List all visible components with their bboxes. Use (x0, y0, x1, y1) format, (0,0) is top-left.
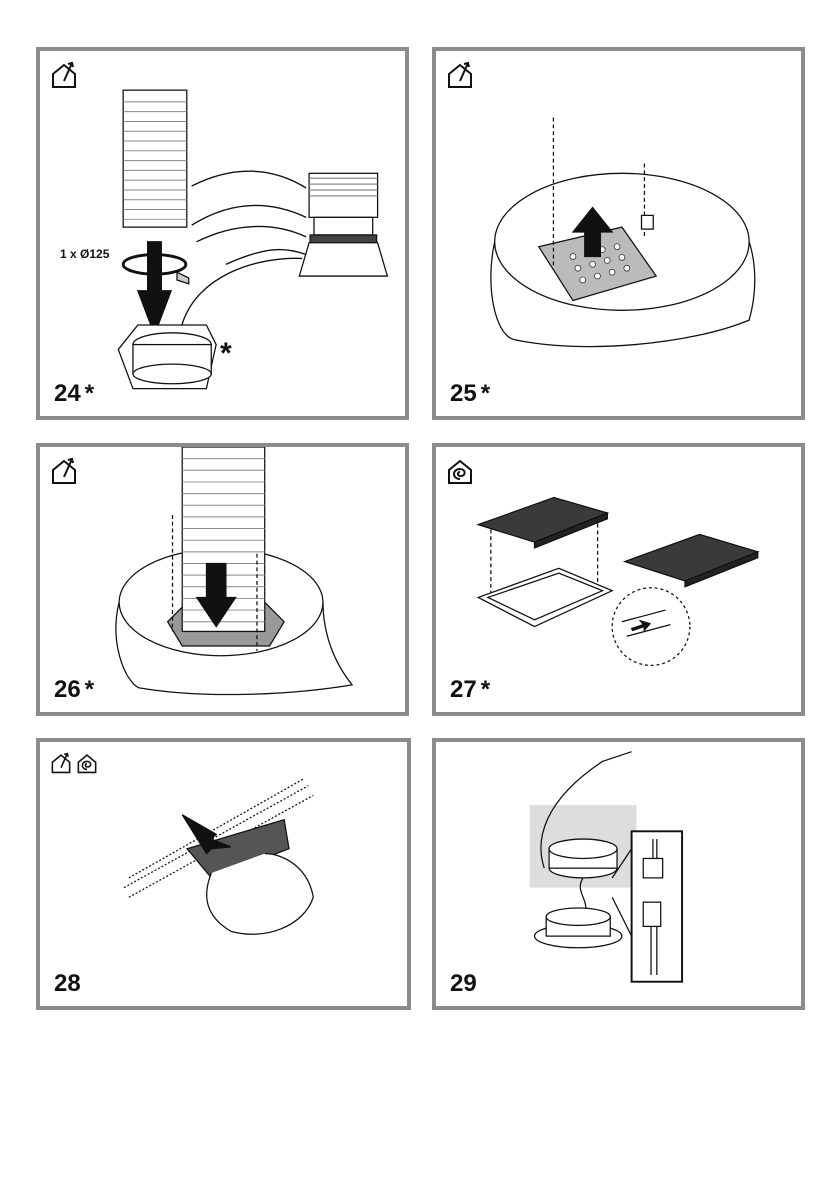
step-number-text: 27 (450, 676, 477, 704)
lamp-connection-illustration (436, 742, 801, 1006)
step-number-text: 29 (450, 970, 477, 998)
panel-step-28: 28 (36, 738, 411, 1010)
panel-step-24: 1 x Ø125 * 24* (36, 47, 409, 420)
step-number-text: 24 (54, 380, 81, 408)
carbon-filter-illustration (436, 447, 801, 712)
panel-step-29: 29 (432, 738, 805, 1010)
optional-star: * (481, 676, 490, 704)
diameter-label: 1 x Ø125 (60, 247, 109, 261)
step-number: 26* (54, 676, 94, 704)
hood-filter-illustration (436, 51, 801, 416)
optional-star: * (481, 380, 490, 408)
panel-step-25: 25* (432, 47, 805, 420)
optional-star: * (85, 380, 94, 408)
step-number: 27* (450, 676, 490, 704)
rail-clip-illustration (40, 742, 407, 1006)
duct-insert-illustration (40, 447, 405, 712)
step-number-text: 26 (54, 676, 81, 704)
panel-step-27: 27* (432, 443, 805, 716)
panel-step-26: 26* (36, 443, 409, 716)
optional-star: * (85, 676, 94, 704)
step-number: 24* (54, 380, 94, 408)
step-number-text: 25 (450, 380, 477, 408)
accessory-star: * (220, 337, 232, 371)
step-number-text: 28 (54, 970, 81, 998)
step-number: 28 (54, 970, 85, 998)
step-number: 29 (450, 970, 481, 998)
step-number: 25* (450, 380, 490, 408)
